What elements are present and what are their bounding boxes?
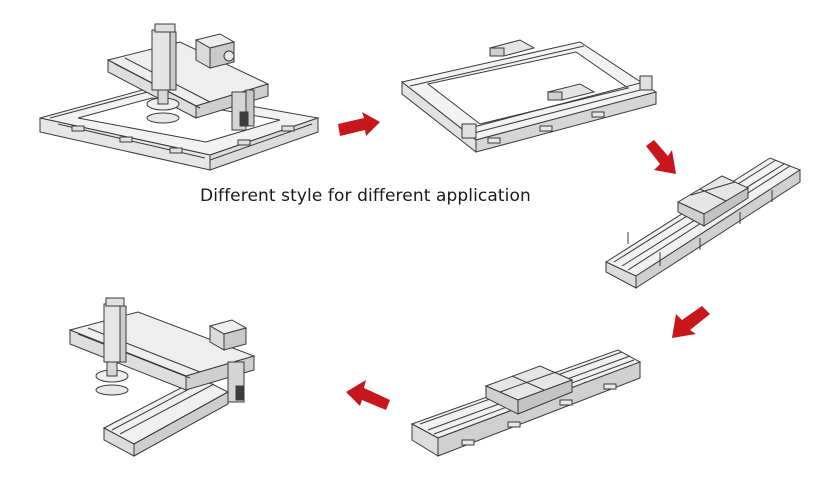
single-linear-module-flat bbox=[410, 349, 642, 457]
diagram-caption: Different style for different applicatio… bbox=[200, 186, 531, 206]
cantilever-gantry-with-rotary-head bbox=[68, 297, 256, 457]
single-linear-module-diagonal bbox=[604, 157, 802, 289]
gantry-with-rotary-head bbox=[39, 23, 320, 171]
arrow-down-right bbox=[646, 140, 676, 174]
dual-rail-rectangular-frame bbox=[400, 39, 658, 154]
arrow-left bbox=[346, 380, 390, 410]
arrow-right bbox=[338, 112, 380, 136]
arrow-down-left bbox=[672, 306, 710, 338]
